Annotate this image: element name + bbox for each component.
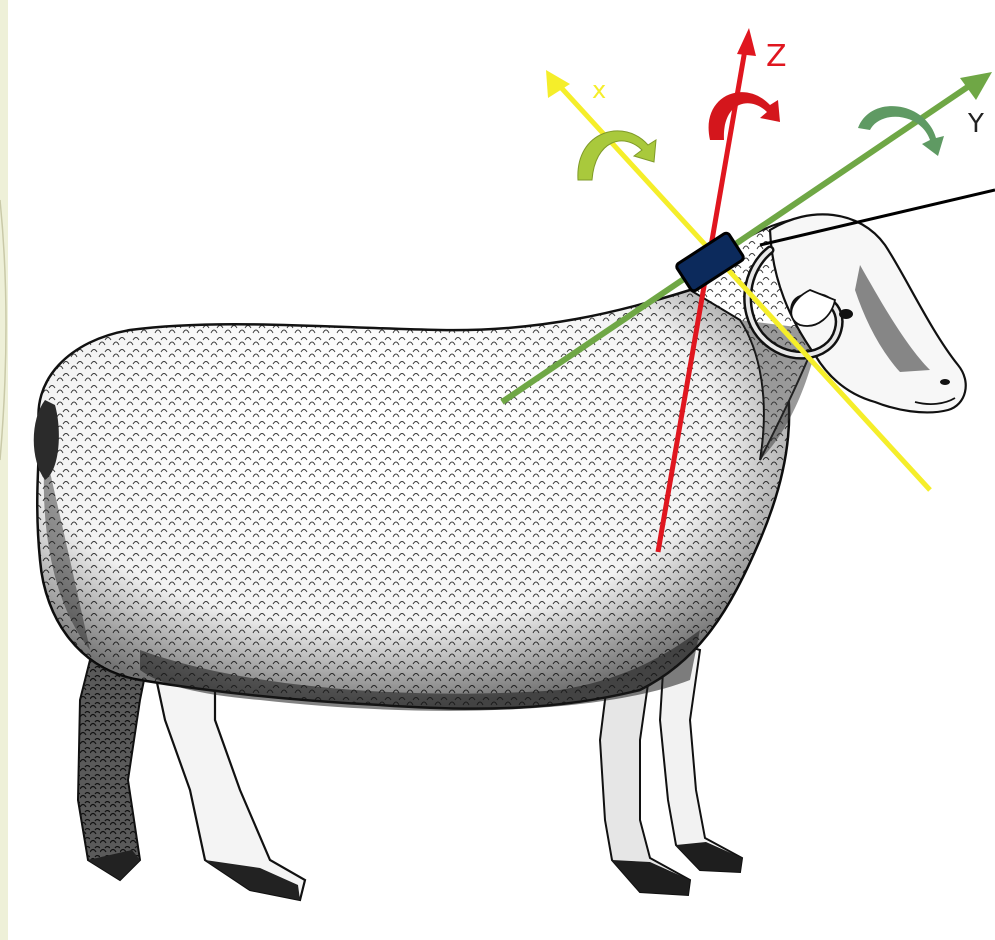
left-border-strip xyxy=(0,0,8,940)
y-axis-label: Y xyxy=(967,109,984,139)
sheep-nostril xyxy=(940,379,950,385)
sheep-eye xyxy=(839,309,853,319)
z-axis-label: Z xyxy=(766,39,787,74)
x-axis-label: x xyxy=(592,76,606,104)
